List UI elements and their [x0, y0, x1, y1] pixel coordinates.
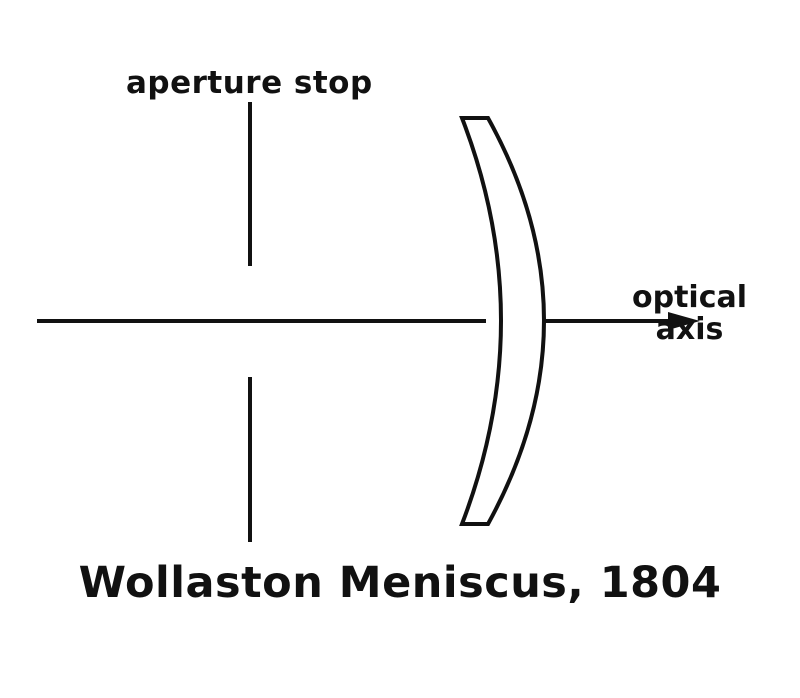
- optical-axis-arrowhead: [668, 312, 700, 330]
- optical-axis-label-line2: axis: [655, 312, 724, 347]
- optical-axis-label-line1: optical: [632, 280, 748, 315]
- diagram-title: Wollaston Meniscus, 1804: [78, 558, 722, 608]
- optical-axis-label: optical axis: [632, 282, 747, 346]
- aperture-stop-label: aperture stop: [126, 65, 373, 101]
- meniscus-lens: [459, 116, 546, 526]
